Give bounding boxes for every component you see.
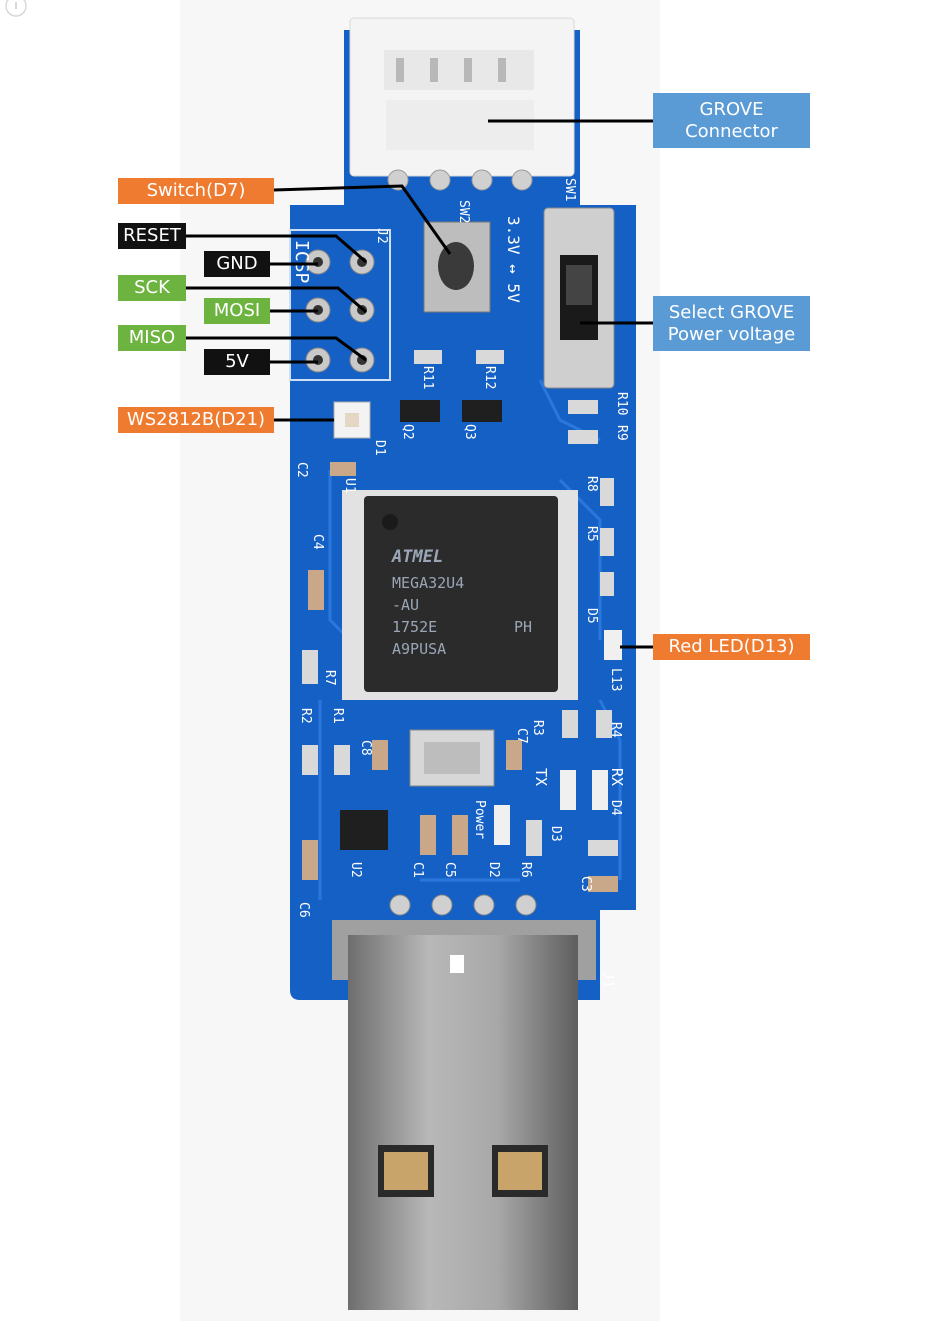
ws2812b-led [333,401,371,439]
info-icon[interactable] [4,0,28,18]
tactile-switch [423,221,491,313]
leader-sck [186,286,367,314]
label-reset: RESET [118,223,186,249]
label-grove-connector: GROVE Connector [653,93,810,148]
label-grove-line1: GROVE [699,98,764,120]
silk-u1: U1 [342,478,357,494]
silk-r4: R4 [608,722,623,738]
label-switch: Switch(D7) [118,178,274,204]
silk-d2: D2 [486,862,501,878]
label-sck: SCK [118,275,186,301]
silk-r3: R3 [530,720,545,736]
label-select-line1: Select GROVE [668,301,795,323]
label-5v: 5V [204,349,270,375]
leader-switch [273,184,452,255]
leader-lines [186,119,654,649]
silk-r7: R7 [322,670,337,686]
label-red-led: Red LED(D13) [653,634,810,660]
silk-d5: D5 [584,608,599,624]
label-select-line2: Power voltage [667,323,796,345]
silk-r11: R11 [420,366,435,389]
chip-line-2: -AU [392,596,419,614]
silk-sw1: SW1 [562,178,577,201]
silkscreen: ICSP J2 SW2 SW1 3.3V ↔ 5V R11 R12 Q2 Q3 … [291,178,629,988]
label-select-grove: Select GROVE Power voltage [653,296,810,351]
silk-icsp: ICSP [291,240,312,284]
silk-q3: Q3 [462,424,477,440]
leader-miso [186,336,367,362]
chip-brand: ATMEL [391,547,443,567]
usb-plug [332,920,596,1310]
silk-r8: R8 [584,476,599,492]
silk-j1: J1 [600,972,615,988]
label-grove-line2: Connector [685,120,778,142]
silk-d1: D1 [372,440,387,456]
chip-line-3: 1752E [392,618,437,636]
silk-u2: U2 [348,862,363,878]
silk-r10: R10 [614,392,629,415]
label-miso: MISO [118,325,186,351]
silk-l13: L13 [608,668,623,691]
silk-sw2: SW2 [456,200,471,223]
usb-pads [389,894,537,916]
label-mosi: MOSI [204,298,270,324]
silk-c7: C7 [514,728,529,744]
leader-reset [186,234,367,264]
silk-j2: J2 [374,228,389,244]
grove-connector [349,17,575,177]
silk-c1: C1 [410,862,425,878]
silk-c4: C4 [310,534,325,550]
silk-d4: D4 [608,800,623,816]
chip-line-4: A9PUSA [392,640,446,658]
silk-rx: RX [608,768,626,786]
silk-c6: C6 [296,902,311,918]
chip-line-1: MEGA32U4 [392,574,464,592]
silk-power: Power [472,800,487,839]
silk-c5: C5 [442,862,457,878]
silk-c8: C8 [358,740,373,756]
chip-marking: ATMEL MEGA32U4 -AU 1752E A9PUSA PH [391,547,532,658]
small-components [302,350,622,892]
silk-r1: R1 [330,708,345,724]
silk-r9: R9 [614,425,629,441]
crystal [409,729,495,787]
silk-r2: R2 [298,708,313,724]
silk-r5: R5 [584,526,599,542]
label-gnd: GND [204,251,270,277]
silk-q2: Q2 [400,424,415,440]
silk-c2: C2 [294,462,309,478]
silk-voltage: 3.3V ↔ 5V [504,216,523,303]
silk-d3: D3 [548,826,563,842]
silk-r6: R6 [518,862,533,878]
slide-switch [543,207,615,389]
silk-r12: R12 [482,366,497,389]
label-ws2812b: WS2812B(D21) [118,407,274,433]
silk-tx: TX [532,768,550,786]
chip-suffix: PH [514,618,532,636]
mcu-chip [342,490,578,700]
silk-c3: C3 [578,876,593,892]
